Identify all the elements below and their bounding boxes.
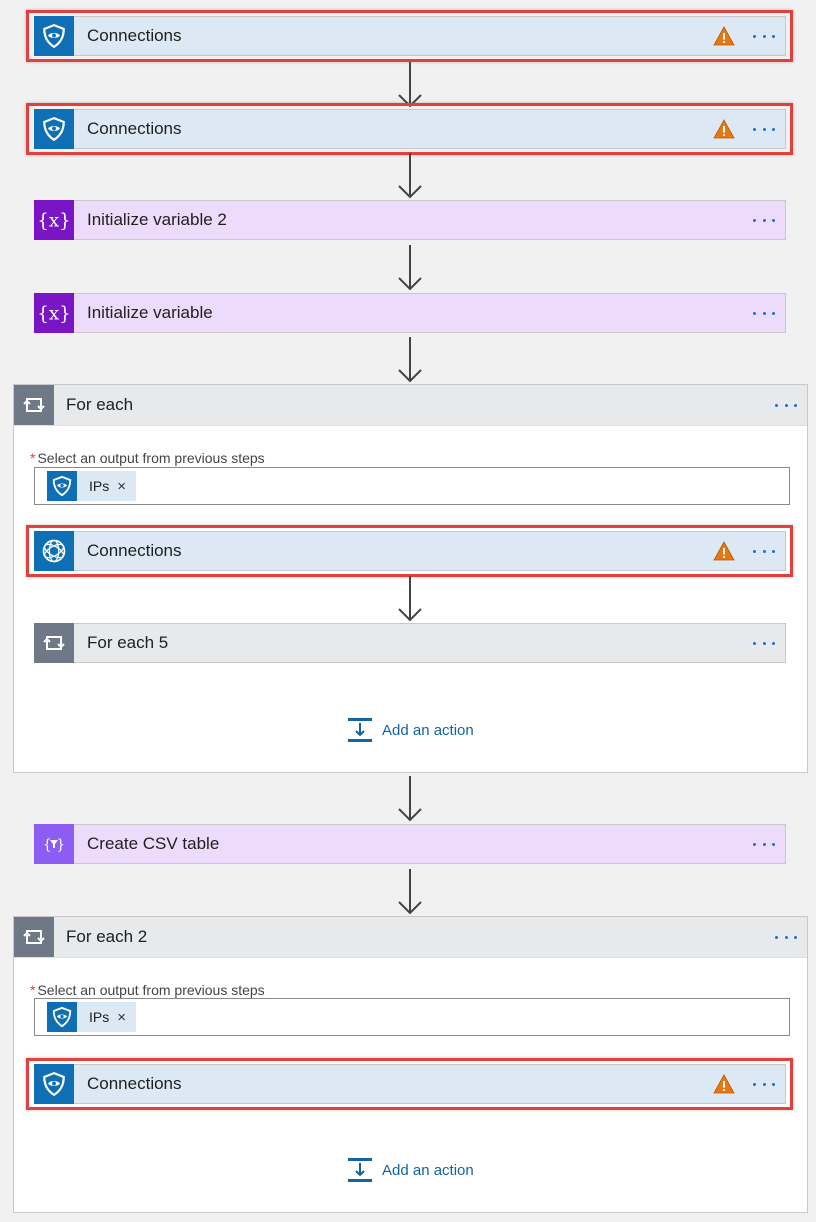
step-title: Connections [87,541,182,560]
select-output-field[interactable]: IPs × [34,467,790,505]
token-label: IPs [89,478,110,494]
flow-arrow [395,869,425,915]
warning-icon[interactable] [713,1074,735,1094]
highlight-frame [26,10,793,62]
step-title: Create CSV table [87,834,220,853]
ips-token[interactable]: IPs × [47,471,136,501]
ellipsis-icon[interactable] [753,638,775,648]
token-remove-icon[interactable]: × [117,477,126,495]
ellipsis-icon[interactable] [775,400,797,410]
data-operation-icon [34,823,74,864]
connections-step-1[interactable]: Connections [34,15,786,56]
ellipsis-icon[interactable] [775,932,797,942]
initialize-variable-step[interactable]: Initialize variable [34,292,786,333]
shield-eye-icon [34,15,74,56]
step-title: Connections [87,119,182,138]
variable-x-icon [34,292,74,333]
select-output-field[interactable]: IPs × [34,998,790,1036]
globe-ring-icon [34,530,74,571]
variable-x-icon [34,199,74,240]
ellipsis-icon[interactable] [753,546,775,556]
add-action-label: Add an action [382,721,474,739]
shield-eye-icon [34,1063,74,1104]
flow-arrow [395,245,425,291]
ips-token[interactable]: IPs × [47,1002,136,1032]
ellipsis-icon[interactable] [753,215,775,225]
warning-icon[interactable] [713,541,735,561]
step-title: For each 2 [66,927,148,946]
add-action-label: Add an action [382,1161,474,1179]
create-csv-table-step[interactable]: Create CSV table [34,823,786,864]
flow-arrow [395,62,425,108]
select-output-label: *Select an output from previous steps [30,982,265,998]
flow-arrow [395,576,425,622]
flow-arrow [395,776,425,822]
step-title: Initialize variable 2 [87,210,227,229]
token-label: IPs [89,1009,110,1025]
loop-icon [34,622,74,663]
step-title: Connections [87,26,182,45]
connections-step-inner[interactable]: Connections [34,530,786,571]
flow-arrow [395,153,425,199]
ellipsis-icon[interactable] [753,31,775,41]
loop-icon [14,385,54,425]
ellipsis-icon[interactable] [753,1079,775,1089]
step-title: Initialize variable [87,303,213,322]
ellipsis-icon[interactable] [753,308,775,318]
add-action-icon [346,716,374,744]
warning-icon[interactable] [713,119,735,139]
token-remove-icon[interactable]: × [117,1008,126,1026]
add-action-button[interactable]: Add an action [346,716,474,744]
shield-eye-icon [47,1002,77,1032]
add-action-icon [346,1156,374,1184]
loop-icon [14,917,54,957]
select-output-label: *Select an output from previous steps [30,450,265,466]
add-action-button[interactable]: Add an action [346,1156,474,1184]
highlight-frame [26,1058,793,1110]
connections-step-2[interactable]: Connections [34,108,786,149]
for-each-5-step[interactable]: For each 5 [34,622,786,663]
flow-arrow [395,337,425,383]
step-title: Connections [87,1074,182,1093]
step-title: For each 5 [87,633,169,652]
shield-eye-icon [47,471,77,501]
connections-step-inner-2[interactable]: Connections [34,1063,786,1104]
ellipsis-icon[interactable] [753,124,775,134]
for-each-header[interactable]: For each [14,385,807,426]
warning-icon[interactable] [713,26,735,46]
step-title: For each [66,395,134,414]
shield-eye-icon [34,108,74,149]
ellipsis-icon[interactable] [753,839,775,849]
highlight-frame [26,525,793,577]
for-each-2-header[interactable]: For each 2 [14,917,807,958]
initialize-variable-2-step[interactable]: Initialize variable 2 [34,199,786,240]
